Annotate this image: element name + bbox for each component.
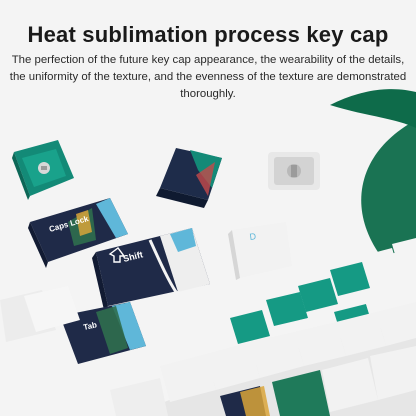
d-keycap (228, 222, 292, 280)
page-title: Heat sublimation process key cap (27, 22, 389, 47)
d-legend: D (249, 231, 257, 242)
tab-legend: Tab (83, 320, 98, 332)
shift-legend: Shift (122, 249, 144, 264)
green-swoosh-right (361, 120, 416, 255)
green-swoosh-top (330, 89, 416, 128)
white-keycap-left-2 (24, 286, 80, 332)
teal-keycap-topleft (12, 140, 74, 200)
white-keycap-underside (268, 152, 320, 190)
product-description: The perfection of the future key cap app… (9, 54, 407, 100)
tab-keycap (60, 302, 146, 364)
keyboard-body (110, 238, 416, 416)
capslock-keycap (28, 198, 128, 268)
shift-keycap (92, 228, 210, 310)
patterned-keycap-top (156, 148, 222, 208)
